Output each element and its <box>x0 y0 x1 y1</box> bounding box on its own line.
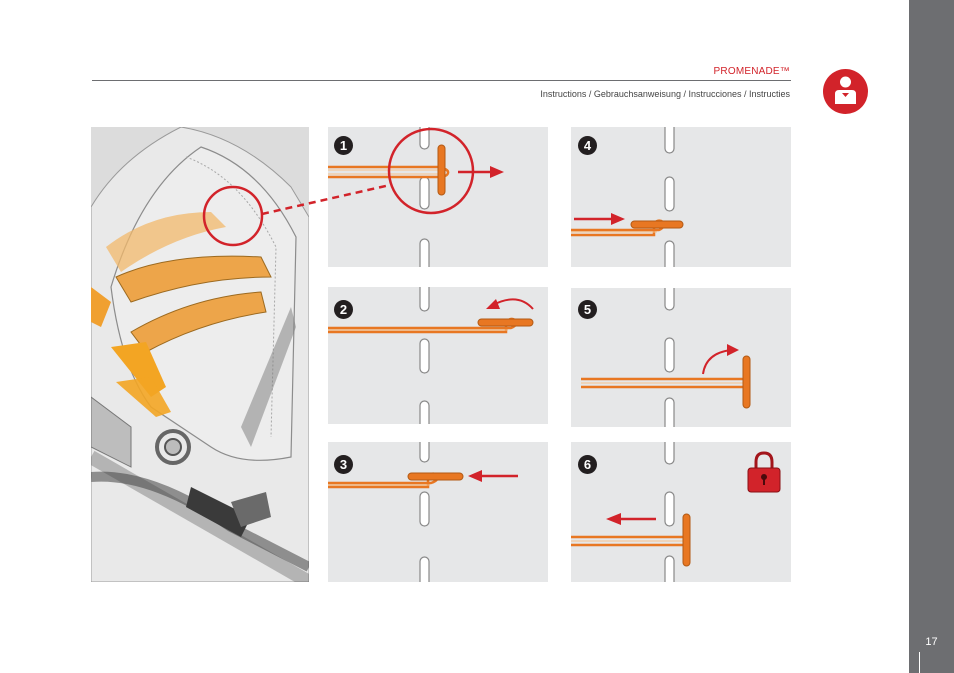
step-panel-6 <box>571 442 791 582</box>
step-panel-1 <box>328 127 548 267</box>
user-icon <box>823 69 868 114</box>
step-number-6: 6 <box>578 455 597 474</box>
step-panel-3 <box>328 442 548 582</box>
header-rule <box>92 80 791 81</box>
step-number-2: 2 <box>334 300 353 319</box>
language-subtitle: Instructions / Gebrauchsanweisung / Inst… <box>540 89 790 99</box>
page-sidebar: 17 <box>909 0 954 673</box>
stroller-seat-illustration <box>91 127 309 582</box>
step-number-4: 4 <box>578 136 597 155</box>
step-panel-4 <box>571 127 791 267</box>
brand-title: PROMENADE™ <box>713 66 790 77</box>
step-number-3: 3 <box>334 455 353 474</box>
step-panel-2 <box>328 287 548 424</box>
page-number: 17 <box>925 636 938 648</box>
step-number-1: 1 <box>334 136 353 155</box>
page-tick <box>919 652 920 673</box>
step-panel-5 <box>571 288 791 427</box>
step-number-5: 5 <box>578 300 597 319</box>
padlock-icon <box>747 451 781 493</box>
